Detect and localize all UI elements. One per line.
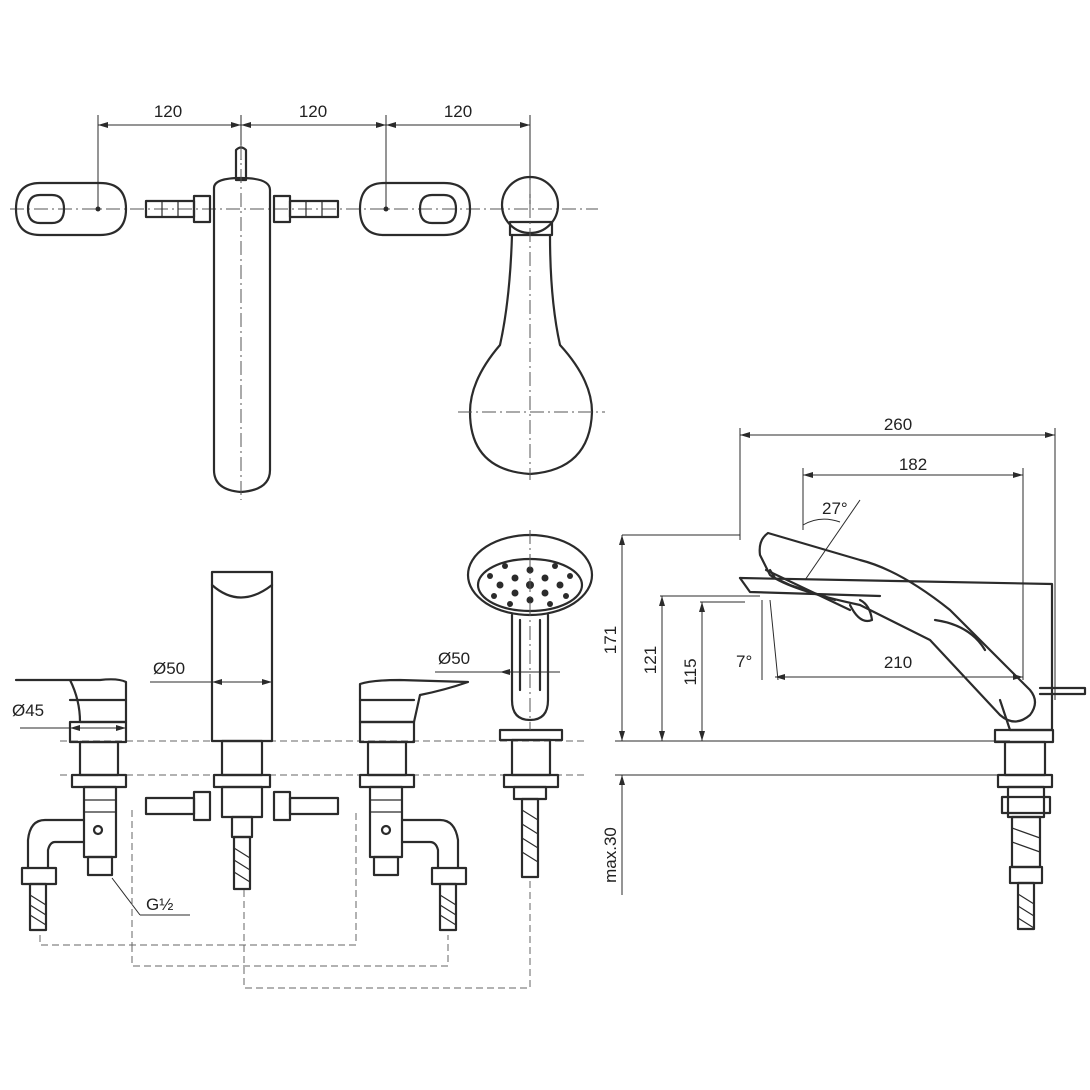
dim-121: 121 bbox=[641, 646, 660, 674]
dim-d45: Ø45 bbox=[12, 701, 44, 720]
body-below-deck bbox=[993, 728, 1055, 931]
front-view: Ø45 G½ Ø50 bbox=[12, 530, 594, 989]
left-lever-front: Ø45 bbox=[12, 678, 128, 932]
right-lever-top bbox=[358, 181, 472, 237]
angle-27: 27° bbox=[822, 499, 848, 518]
spout-top bbox=[144, 145, 340, 500]
dim-d50-spout: Ø50 bbox=[153, 659, 185, 678]
hand-shower-side bbox=[758, 531, 1037, 723]
deck-thickness: max.30 bbox=[601, 827, 620, 883]
thread-label: G½ bbox=[146, 895, 173, 914]
left-lever-top bbox=[14, 181, 128, 237]
dim-171: 171 bbox=[601, 626, 620, 654]
spray-nozzles bbox=[487, 563, 573, 607]
dim-260: 260 bbox=[884, 415, 912, 434]
top-view: 120 120 120 bbox=[10, 102, 605, 500]
hand-shower-front: Ø50 bbox=[435, 530, 594, 879]
dim-120-c: 120 bbox=[444, 102, 472, 121]
dim-d50-shower: Ø50 bbox=[438, 649, 470, 668]
dim-120-a: 120 bbox=[154, 102, 182, 121]
dim-210: 210 bbox=[884, 653, 912, 672]
spout-front: Ø50 bbox=[144, 570, 340, 891]
side-view: 260 182 27° 7° 210 171 121 bbox=[601, 415, 1087, 931]
right-lever-front bbox=[358, 678, 470, 932]
angle-7: 7° bbox=[736, 652, 752, 671]
dim-182: 182 bbox=[899, 455, 927, 474]
dim-115: 115 bbox=[681, 658, 700, 685]
hand-shower-top bbox=[458, 175, 605, 480]
dim-120-b: 120 bbox=[299, 102, 327, 121]
